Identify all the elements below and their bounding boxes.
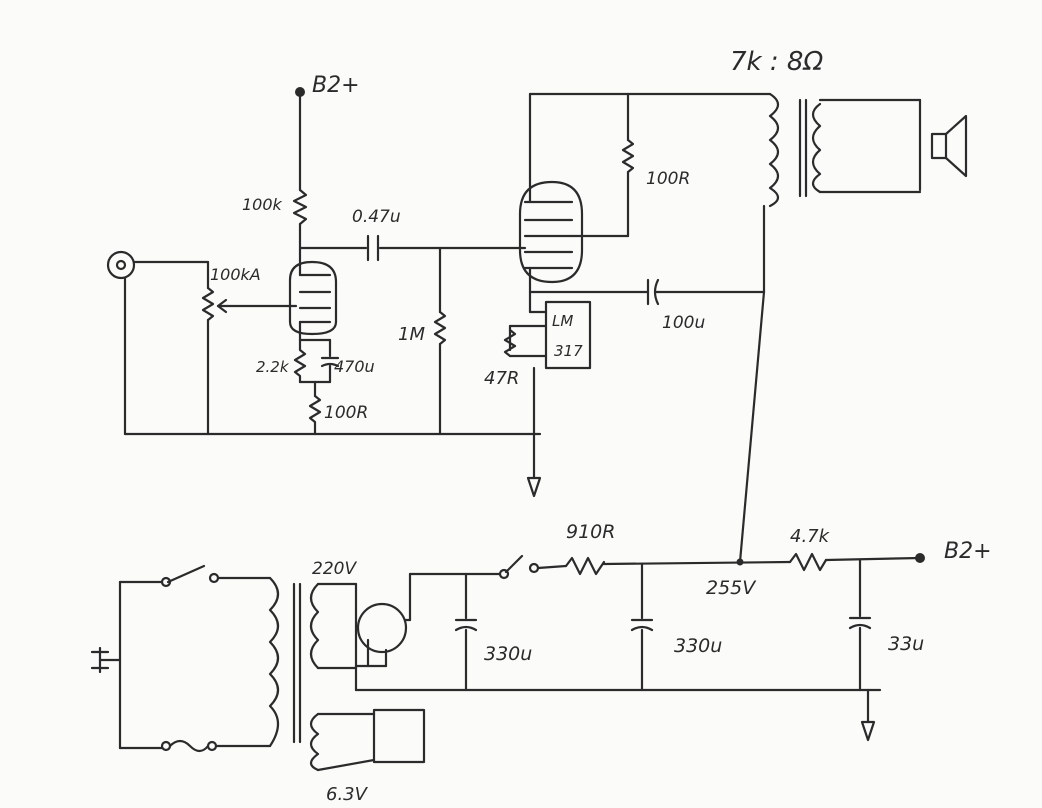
power-stage: 100R 100u LM 317 47R (123, 47, 968, 564)
supply-resistor (564, 556, 606, 576)
ground-resistor-label: 100R (324, 403, 368, 423)
b2-top-label: B2+ (312, 73, 360, 98)
fuse-contact-a (160, 740, 172, 752)
mains-voltage-label: 220V (312, 559, 357, 579)
grid-resistor-label: 1M (398, 324, 425, 345)
b2-right-label: B2+ (944, 539, 992, 564)
switch-contact-b (208, 572, 220, 584)
output-cap-label: 100u (662, 313, 705, 333)
preamp-stage: B2+ 100k 0.47u 2.2k 470u 100R (106, 73, 527, 436)
screen-resistor (621, 138, 635, 174)
standby-switch (504, 554, 524, 574)
power-supply: 220V 6.3V 330u 910R 255V (90, 521, 992, 805)
screen-resistor-label: 100R (646, 169, 690, 189)
rectifier-tube (356, 602, 408, 654)
lm317-label-line1: LM (552, 312, 573, 330)
cathode-cap-label: 470u (334, 357, 375, 376)
fuse-contact-b (206, 740, 218, 752)
plate-resistor-label: 100k (242, 195, 283, 214)
supply-resistor-label: 910R (566, 521, 615, 543)
b2-resistor-label: 4.7k (790, 526, 831, 547)
b2-right-terminal (915, 553, 925, 563)
power-tube (518, 180, 584, 284)
filter-cap-3-label: 33u (888, 633, 924, 655)
ground-symbol-supply (860, 720, 876, 742)
ot-secondary (811, 102, 822, 194)
mains-switch (166, 564, 206, 584)
lm317-label-line2: 317 (554, 342, 583, 360)
transformer-ratio-label: 7k : 8Ω (730, 47, 823, 77)
pt-secondary-heater (309, 712, 320, 772)
lm-resistor-label: 47R (484, 368, 519, 389)
lm317-regulator (544, 300, 592, 370)
input-jack (106, 250, 136, 280)
heater-voltage-label: 6.3V (326, 784, 369, 805)
volume-pot-label: 100kA (210, 265, 261, 284)
ground-symbol-main (526, 476, 542, 498)
b2-resistor (788, 552, 828, 572)
cathode-resistor-label: 2.2k (256, 358, 290, 376)
standby-contact-a (498, 568, 510, 580)
b-voltage-label: 255V (706, 577, 757, 599)
fuse (168, 739, 210, 753)
coupling-cap-label: 0.47u (352, 207, 401, 227)
filter-cap-1-label: 330u (484, 643, 532, 665)
plate-resistor (292, 188, 308, 226)
volume-pot (201, 286, 215, 322)
pt-secondary-hv (309, 582, 320, 670)
filter-cap-2-label: 330u (674, 635, 722, 657)
pt-primary (268, 576, 280, 748)
heater-connection (372, 708, 426, 764)
ground-resistor (308, 394, 322, 436)
cathode-resistor (293, 338, 307, 384)
speaker (930, 132, 948, 160)
ot-primary (768, 92, 780, 208)
grid-resistor (433, 310, 447, 346)
preamp-tube (288, 260, 338, 336)
lm-resistor (503, 328, 517, 358)
standby-contact-b (528, 562, 540, 574)
